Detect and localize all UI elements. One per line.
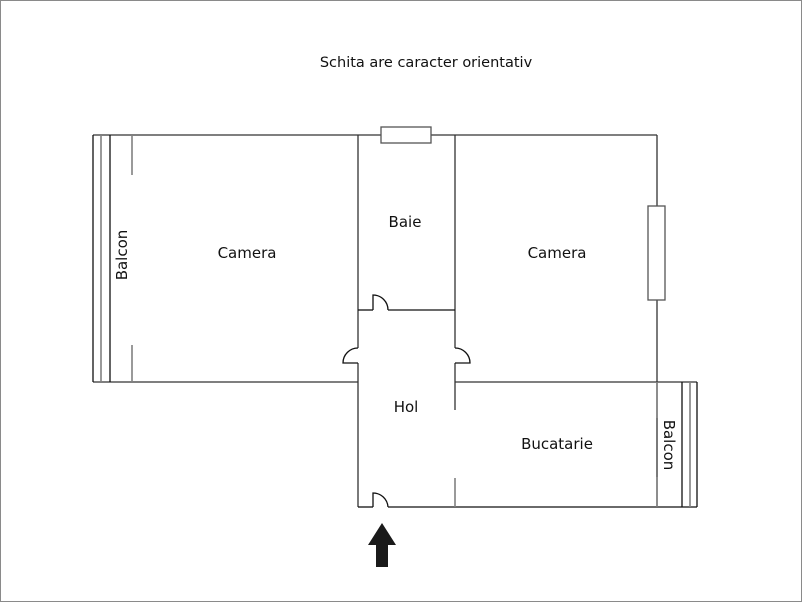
balcon-right — [681, 382, 698, 507]
room-bucatarie — [358, 382, 697, 508]
room-label-camera-left: Camera — [218, 244, 277, 262]
room-label-camera-right: Camera — [528, 244, 587, 262]
room-baie — [357, 135, 456, 507]
window-baie — [380, 126, 432, 144]
room-label-hol: Hol — [394, 398, 419, 416]
balcon-left — [92, 135, 111, 382]
room-label-baie: Baie — [389, 213, 422, 231]
room-camera-left — [93, 134, 657, 383]
room-label-bucatarie: Bucatarie — [521, 435, 593, 453]
door-hol-camera-left — [342, 347, 359, 364]
diagram-title: Schita are caracter orientativ — [320, 55, 533, 71]
door-hol-camera-right — [454, 347, 471, 364]
window-camera-right — [647, 205, 666, 301]
entrance-arrow-icon — [368, 523, 396, 567]
balcony-label-right: Balcon — [660, 420, 678, 471]
balcony-label-left: Balcon — [113, 230, 131, 281]
